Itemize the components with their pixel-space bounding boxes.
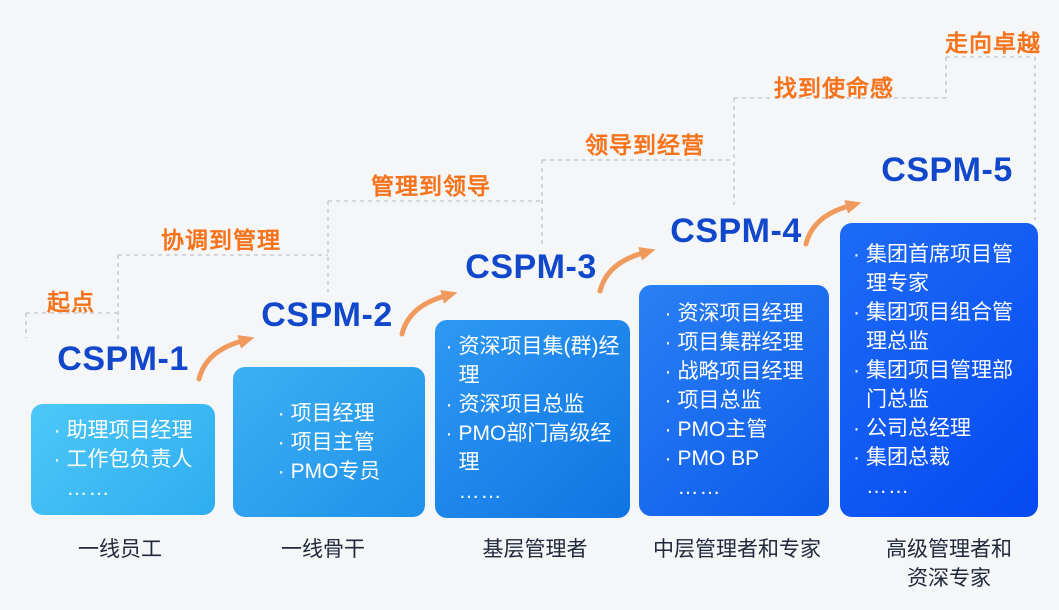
role-item: 集团首席项目管理专家 (853, 240, 1025, 298)
level-title-cspm-1: CSPM-1 (57, 340, 189, 378)
arrow-icon (399, 290, 458, 337)
stage-label-1: 起点 (47, 289, 95, 315)
role-item: PMO主管 (665, 415, 804, 444)
role-item: 项目经理 (278, 399, 381, 428)
stage-label-4: 领导到经营 (585, 132, 705, 158)
level-title-cspm-5: CSPM-5 (881, 151, 1013, 189)
stage-label-3: 管理到领导 (371, 173, 491, 199)
arrow-icon (597, 247, 656, 294)
role-item: 集团总裁 (853, 443, 1025, 472)
role-item: 资深项目经理 (665, 299, 804, 328)
footer-label-5: 高级管理者和 资深专家 (886, 538, 1012, 590)
level-card-cspm-4: 资深项目经理 项目集群经理 战略项目经理 项目总监 PMO主管 PMO BP …… (639, 285, 829, 516)
stage-label-5: 找到使命感 (774, 75, 894, 101)
stage-label-2: 协调到管理 (161, 227, 281, 253)
role-item: 集团项目管理部门总监 (853, 356, 1025, 414)
role-item-more: …… (866, 474, 910, 498)
role-item: PMO BP (665, 444, 804, 473)
level-card-cspm-1: 助理项目经理 工作包负责人 …… (31, 404, 215, 515)
level-card-cspm-3: 资深项目集(群)经理 资深项目总监 PMO部门高级经理 …… (435, 320, 630, 518)
role-list: 集团首席项目管理专家 集团项目组合管理总监 集团项目管理部门总监 公司总经理 集… (853, 240, 1025, 501)
role-list: 资深项目集(群)经理 资深项目总监 PMO部门高级经理 …… (446, 332, 620, 506)
footer-label-2: 一线骨干 (281, 538, 365, 561)
arrow-icon (803, 200, 862, 247)
stage-label-6: 走向卓越 (945, 30, 1041, 56)
role-list: 项目经理 项目主管 PMO专员 (278, 399, 381, 486)
footer-label-4: 中层管理者和专家 (653, 538, 821, 561)
arrow-icon (196, 335, 255, 382)
staircase-dashed-line (25, 56, 1036, 341)
level-card-cspm-2: 项目经理 项目主管 PMO专员 (233, 367, 425, 517)
role-item: 项目集群经理 (665, 328, 804, 357)
footer-label-1: 一线员工 (78, 538, 162, 561)
footer-label-3: 基层管理者 (482, 538, 588, 561)
role-item-more: …… (677, 476, 722, 499)
role-item: 项目主管 (278, 428, 381, 457)
role-item: 工作包负责人 (54, 445, 193, 474)
level-title-cspm-3: CSPM-3 (465, 248, 597, 286)
role-item: 资深项目总监 (446, 390, 620, 419)
role-list: 助理项目经理 工作包负责人 …… (54, 416, 193, 503)
role-item-more: …… (458, 480, 503, 503)
role-list: 资深项目经理 项目集群经理 战略项目经理 项目总监 PMO主管 PMO BP …… (665, 299, 804, 502)
role-item: PMO专员 (278, 457, 381, 486)
role-item: 助理项目经理 (54, 416, 193, 445)
level-card-cspm-5: 集团首席项目管理专家 集团项目组合管理总监 集团项目管理部门总监 公司总经理 集… (840, 223, 1038, 517)
role-item: 公司总经理 (853, 414, 1025, 443)
role-item: 集团项目组合管理总监 (853, 298, 1025, 356)
level-title-cspm-2: CSPM-2 (261, 296, 393, 334)
role-item: 资深项目集(群)经理 (446, 332, 620, 390)
level-title-cspm-4: CSPM-4 (670, 212, 802, 250)
role-item: 项目总监 (665, 386, 804, 415)
role-item: PMO部门高级经理 (446, 419, 620, 477)
role-item-more: …… (66, 477, 111, 500)
role-item: 战略项目经理 (665, 357, 804, 386)
